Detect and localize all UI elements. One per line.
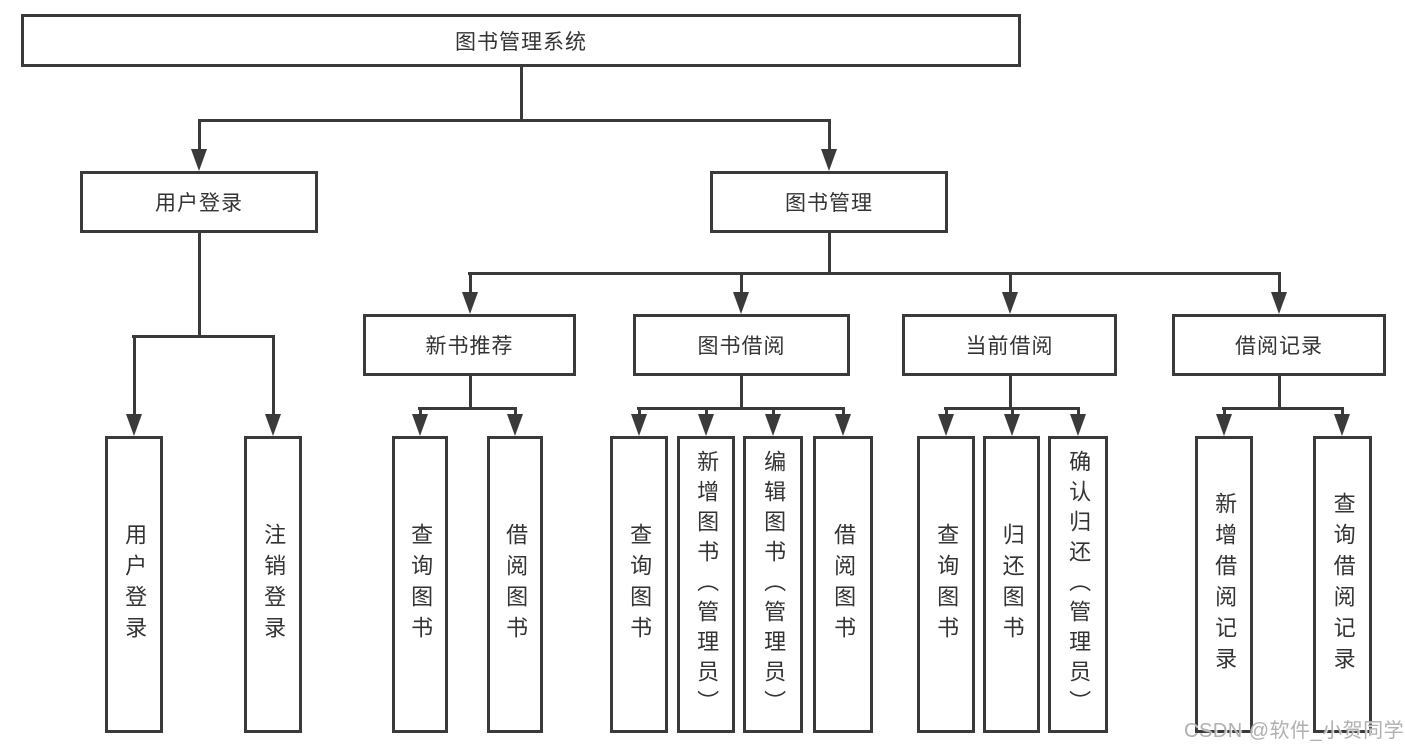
connector-line [771,407,775,416]
leaf-query-books-borrowing-label: 查询图书 [627,522,653,647]
connector-line [739,272,743,294]
connector-line [944,407,1080,410]
connector-line [637,407,845,410]
connector-line [197,233,201,337]
leaf-logout: 注销登录 [244,436,302,733]
connector-line [197,119,201,151]
connector-line [132,335,136,416]
leaf-user-login-label: 用户登录 [122,522,148,647]
arrowhead-down-icon [698,414,714,436]
connector-line [1010,407,1014,416]
connector-line [1277,272,1281,294]
arrowhead-down-icon [265,414,281,436]
connector-line [1277,376,1281,409]
connector-line [468,272,472,294]
connector-line [132,335,274,338]
leaf-edit-books-admin: 编辑图书（管理员） [743,436,803,733]
arrowhead-down-icon [631,414,647,436]
arrowhead-down-icon [835,414,851,436]
arrowhead-down-icon [1004,414,1020,436]
connector-line [704,407,708,416]
leaf-user-login: 用户登录 [105,436,163,733]
node-current-borrowing: 当前借阅 [902,314,1117,376]
arrowhead-down-icon [1334,414,1350,436]
leaf-edit-books-admin-label: 编辑图书（管理员） [761,449,787,720]
arrowhead-down-icon [1070,414,1086,436]
arrowhead-down-icon [1216,414,1232,436]
connector-line [271,335,275,416]
connector-line [827,233,831,274]
leaf-query-borrow-record: 查询借阅记录 [1313,436,1372,733]
arrowhead-down-icon [191,149,207,171]
leaf-query-books-borrowing: 查询图书 [610,436,668,733]
leaf-confirm-return-admin-label: 确认归还（管理员） [1066,449,1092,720]
connector-line [1076,407,1080,416]
leaf-borrow-books-recommend-label: 借阅图书 [503,522,529,647]
leaf-query-books-recommend: 查询图书 [392,436,448,733]
connector-line [1008,272,1012,294]
connector-line [513,407,517,416]
leaf-query-books-current-label: 查询图书 [934,522,960,647]
leaf-add-books-admin-label: 新增图书（管理员） [694,449,720,720]
leaf-return-books: 归还图书 [983,436,1040,733]
node-book-borrowing: 图书借阅 [633,314,850,376]
arrowhead-down-icon [821,149,837,171]
connector-line [1340,407,1344,416]
connector-line [637,407,641,416]
connector-line [418,407,517,410]
leaf-add-books-admin: 新增图书（管理员） [677,436,735,733]
leaf-borrow-books-borrowing: 借阅图书 [813,436,873,733]
node-new-book-recommend: 新书推荐 [363,314,576,376]
connector-line [1222,407,1344,410]
connector-line [944,407,948,416]
connector-line [519,67,523,121]
connector-line [1008,376,1012,409]
node-borrowing-records: 借阅记录 [1172,314,1386,376]
connector-line [841,407,845,416]
connector-line [1222,407,1226,416]
arrowhead-down-icon [126,414,142,436]
watermark: CSDN @软件_小贺同学 [1184,720,1405,742]
arrowhead-down-icon [733,292,749,314]
node-user-login: 用户登录 [80,171,318,233]
connector-line [418,407,422,416]
connector-line [468,272,1281,275]
arrowhead-down-icon [938,414,954,436]
arrowhead-down-icon [462,292,478,314]
node-library-management-system: 图书管理系统 [21,14,1021,67]
arrowhead-down-icon [1271,292,1287,314]
connector-line [198,119,831,122]
leaf-return-books-label: 归还图书 [999,522,1025,647]
leaf-confirm-return-admin: 确认归还（管理员） [1048,436,1108,733]
leaf-query-books-recommend-label: 查询图书 [408,522,434,647]
connector-line [827,119,831,151]
connector-line [739,376,743,409]
leaf-query-books-current: 查询图书 [917,436,975,733]
leaf-logout-label: 注销登录 [261,522,287,647]
leaf-borrow-books-borrowing-label: 借阅图书 [831,522,857,647]
arrowhead-down-icon [412,414,428,436]
leaf-add-borrow-record: 新增借阅记录 [1195,436,1253,733]
leaf-borrow-books-recommend: 借阅图书 [487,436,543,733]
arrowhead-down-icon [765,414,781,436]
connector-line [468,376,472,409]
arrowhead-down-icon [507,414,523,436]
node-book-management: 图书管理 [710,171,948,233]
arrowhead-down-icon [1002,292,1018,314]
leaf-add-borrow-record-label: 新增借阅记录 [1212,491,1238,678]
leaf-query-borrow-record-label: 查询借阅记录 [1330,491,1356,678]
